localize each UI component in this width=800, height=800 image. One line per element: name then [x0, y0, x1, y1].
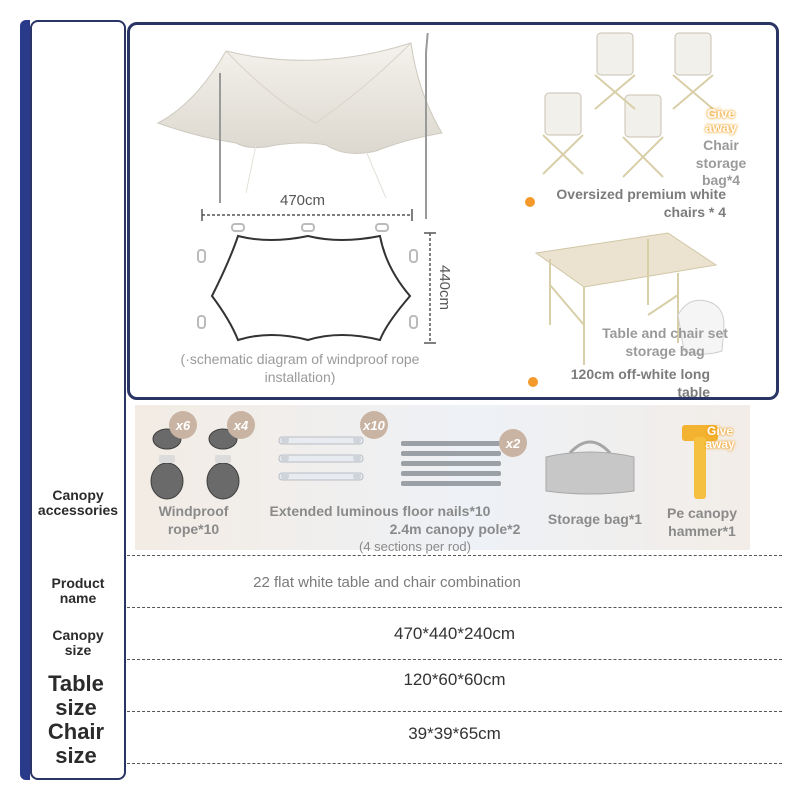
height-dimension-line [424, 232, 436, 344]
canopy-illustration [156, 33, 443, 219]
stake-icon [278, 436, 364, 481]
label-table-size: Table size [48, 671, 104, 721]
product-name-value: 22 flat white table and chair combinatio… [253, 574, 521, 591]
label-column: Canopy accessories Product name Canopy s… [30, 20, 126, 780]
chairs-caption: Oversized premium white chairs * 4 [556, 186, 726, 220]
nails-caption: Extended luminous floor nails*10 [269, 503, 491, 519]
pole-badge: x2 [499, 429, 527, 457]
divider-4 [127, 711, 782, 712]
divider-3 [127, 659, 782, 660]
table-size-value: 120*60*60cm [403, 670, 506, 689]
label-canopy-size: Canopy size [52, 627, 104, 659]
accessories-band: x6 x4 Windproof rope*10 x10 Extended lum… [135, 405, 750, 554]
rope-badge-1: x6 [169, 411, 197, 439]
chair-bag-caption: Chair storage bag*4 [695, 137, 747, 188]
rope-badge-2: x4 [227, 411, 255, 439]
table-icon [534, 232, 725, 365]
chair-icon [542, 32, 714, 178]
table-bag-caption: Table and chair set storage bag [602, 325, 728, 359]
hammer-icon [682, 425, 718, 499]
label-chair-size: Chair size [47, 719, 105, 769]
nails-badge: x10 [360, 411, 388, 439]
table-bullet [528, 377, 538, 387]
storage-bag-caption: Storage bag*1 [547, 511, 643, 527]
divider-5 [127, 763, 782, 764]
divider-2 [127, 607, 782, 608]
canopy-size-value: 470*440*240cm [394, 624, 515, 643]
chair-giveaway-tag: Give away [705, 106, 737, 135]
label-product-name: Product name [51, 575, 105, 607]
pole-sub-caption: (4 sections per rod) [359, 539, 471, 554]
divider-1 [127, 555, 782, 556]
label-accessories: Canopy accessories [37, 487, 119, 519]
left-accent-stripe [20, 20, 30, 780]
schematic-note: (·schematic diagram of windproof rope in… [180, 351, 420, 385]
hammer-giveaway-tag: Give away [705, 424, 735, 451]
hammer-caption: Pe canopy hammer*1 [666, 505, 738, 539]
windproof-rope-schematic [197, 223, 418, 342]
height-dimension: 440cm [436, 265, 453, 311]
pole-icon [401, 441, 501, 486]
width-dimension: 470cm [280, 192, 326, 209]
pole-caption: 2.4m canopy pole*2 [389, 521, 521, 537]
width-dimension-line [201, 209, 413, 221]
chairs-bullet [525, 197, 535, 207]
chair-size-value: 39*39*65cm [408, 724, 501, 743]
rope-caption: Windproof rope*10 [158, 503, 229, 537]
product-showcase: 470cm 440cm (·schematic diagram of windp… [127, 22, 779, 400]
table-caption: 120cm off-white long table [570, 366, 710, 400]
storage-bag-icon [545, 440, 635, 495]
